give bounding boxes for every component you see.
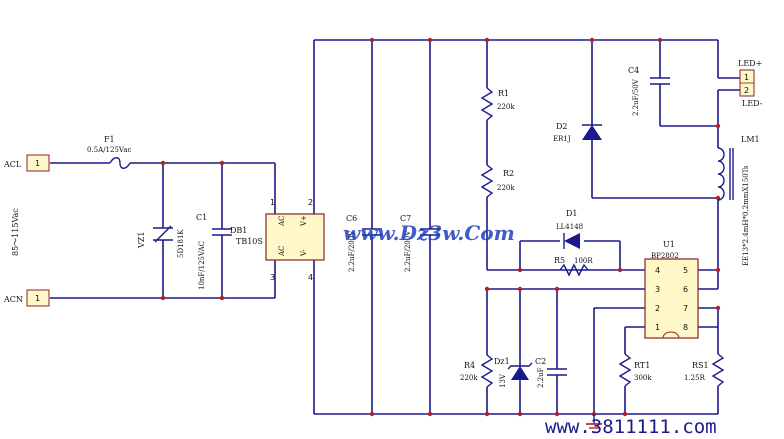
svg-text:5: 5	[683, 266, 688, 275]
resistor-rt1: RT1 300k	[618, 353, 652, 387]
capacitor-c6: C6 2.2uF/200V	[346, 214, 382, 272]
svg-text:C2: C2	[535, 357, 546, 366]
svg-text:AC: AC	[278, 246, 286, 257]
svg-text:2.2uF/200V: 2.2uF/200V	[348, 230, 356, 272]
svg-text:Dz1: Dz1	[494, 357, 510, 366]
svg-text:C1: C1	[196, 213, 207, 222]
diode-d2: D2 ER1J	[553, 122, 602, 143]
svg-text:10nF/125VAC: 10nF/125VAC	[198, 241, 206, 290]
led-connector: 1 2 LED+ LED-	[738, 59, 763, 108]
svg-text:2.2uF/50V: 2.2uF/50V	[632, 78, 640, 116]
ic-u1: U1 BP2802 4 3 2 1 5 6 7 8	[644, 240, 699, 339]
svg-text:R4: R4	[464, 361, 475, 370]
acl-connector: 1 ACL	[3, 154, 50, 172]
diode-d1: D1 LL4148	[556, 209, 583, 249]
svg-text:ACL: ACL	[3, 160, 22, 169]
svg-text:DB1: DB1	[230, 226, 247, 235]
svg-text:1: 1	[270, 198, 275, 207]
svg-text:1: 1	[655, 323, 660, 332]
svg-text:TB10S: TB10S	[236, 237, 263, 246]
resistor-r2: R2 220k	[480, 164, 515, 198]
svg-text:V+: V+	[300, 215, 308, 227]
svg-text:2: 2	[308, 198, 313, 207]
svg-text:LL4148: LL4148	[556, 223, 583, 231]
ground-symbol	[586, 414, 602, 433]
svg-text:4: 4	[308, 273, 313, 282]
capacitor-c4: C4 2.2uF/50V	[628, 66, 670, 116]
capacitor-c2: C2 2.2uF	[535, 357, 567, 388]
resistor-r4: R4 220k	[460, 354, 494, 388]
svg-text:F1: F1	[104, 135, 115, 144]
resistor-rs1: RS1 1.25R	[684, 353, 725, 387]
svg-text:ER1J: ER1J	[553, 135, 571, 143]
watermark-bottom: www.3811111.com	[545, 416, 717, 438]
wires	[50, 39, 740, 415]
svg-text:C4: C4	[628, 66, 639, 75]
svg-text:D2: D2	[556, 122, 568, 131]
svg-text:LED+: LED+	[738, 59, 762, 68]
svg-text:C6: C6	[346, 214, 357, 223]
svg-text:7: 7	[683, 304, 688, 313]
inductor-lm1: LM1 EE13*2.4mH*0.2mmX150Ts	[717, 135, 760, 266]
svg-text:RS1: RS1	[692, 361, 709, 370]
svg-text:2.2uF: 2.2uF	[537, 367, 545, 388]
svg-text:3: 3	[270, 273, 275, 282]
svg-text:220k: 220k	[497, 184, 515, 192]
svg-text:1: 1	[35, 159, 40, 168]
svg-text:1: 1	[35, 294, 40, 303]
svg-text:300k: 300k	[634, 374, 652, 382]
bridge-rectifier-db1: DB1 TB10S AC AC V+ V- 1 2 3 4	[230, 198, 325, 282]
svg-text:100R: 100R	[574, 257, 593, 265]
fuse-f1: F1 0.5A/125Vac	[87, 135, 131, 169]
svg-text:C7: C7	[400, 214, 411, 223]
svg-text:220k: 220k	[460, 374, 478, 382]
watermark-site: www.Dz3w.Com	[343, 221, 515, 245]
svg-text:D1: D1	[566, 209, 578, 218]
svg-text:RT1: RT1	[634, 361, 650, 370]
svg-text:LM1: LM1	[741, 135, 760, 144]
svg-text:2: 2	[744, 86, 749, 95]
acn-connector: 1 ACN	[3, 289, 50, 307]
svg-text:1.25R: 1.25R	[684, 374, 706, 382]
zener-dz1: Dz1 13V	[494, 357, 533, 388]
junctions	[160, 37, 721, 417]
svg-text:R5: R5	[554, 256, 565, 265]
resistor-r1: R1 220k	[480, 87, 515, 121]
input-voltage-label: 85～115Vac	[11, 208, 20, 256]
svg-text:6: 6	[683, 285, 688, 294]
svg-text:0.5A/125Vac: 0.5A/125Vac	[87, 146, 131, 154]
svg-text:R1: R1	[498, 89, 509, 98]
svg-text:3: 3	[655, 285, 660, 294]
svg-text:AC: AC	[278, 216, 286, 227]
svg-text:4: 4	[655, 266, 660, 275]
svg-text:R2: R2	[503, 169, 514, 178]
svg-text:U1: U1	[663, 240, 675, 249]
capacitor-c7: C7 2.2uF/200V	[400, 214, 440, 272]
svg-text:2.2uF/200V: 2.2uF/200V	[404, 230, 412, 272]
capacitor-c1: C1 10nF/125VAC	[196, 213, 232, 290]
svg-text:LED-: LED-	[742, 99, 763, 108]
svg-text:13V: 13V	[499, 373, 507, 388]
svg-text:5D181K: 5D181K	[177, 229, 185, 258]
svg-text:8: 8	[683, 323, 688, 332]
svg-text:220k: 220k	[497, 103, 515, 111]
svg-text:BP2802: BP2802	[651, 252, 679, 260]
varistor-vz1: VZ1 5D181K	[137, 225, 185, 258]
svg-text:2: 2	[655, 304, 660, 313]
svg-text:V-: V-	[300, 249, 308, 257]
svg-text:EE13*2.4mH*0.2mmX150Ts: EE13*2.4mH*0.2mmX150Ts	[742, 165, 750, 266]
svg-text:ACN: ACN	[3, 295, 23, 304]
resistor-r5: R5 100R	[554, 256, 593, 277]
svg-text:VZ1: VZ1	[137, 232, 146, 249]
svg-text:1: 1	[744, 73, 749, 82]
